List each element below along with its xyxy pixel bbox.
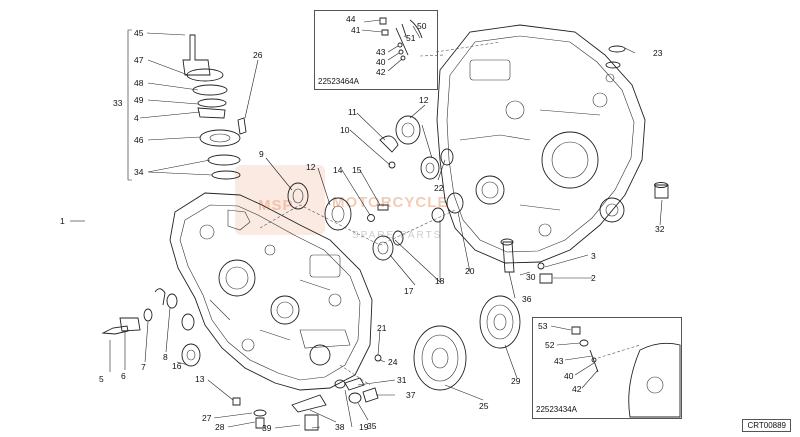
assembly-lines (259, 41, 641, 386)
label-31: 31 (397, 375, 407, 385)
label-53: 53 (538, 321, 548, 331)
label-3: 3 (591, 251, 596, 261)
label-27: 27 (202, 413, 212, 423)
label-34: 34 (134, 167, 144, 177)
label-5: 5 (99, 374, 104, 384)
label-25: 25 (479, 401, 489, 411)
label-46: 46 (134, 135, 144, 145)
label-42b: 42 (572, 384, 582, 394)
label-50: 50 (417, 21, 427, 31)
label-47: 47 (134, 55, 144, 65)
label-16: 16 (172, 361, 182, 371)
watermark: MSP MOTORCYCLE SPARE PARTS (235, 165, 448, 241)
label-48: 48 (134, 78, 144, 88)
label-7: 7 (141, 362, 146, 372)
label-6: 6 (121, 371, 126, 381)
right-crankcase (436, 24, 646, 264)
label-21: 21 (377, 323, 387, 333)
label-26: 26 (253, 50, 263, 60)
label-12b: 12 (306, 162, 316, 172)
label-8: 8 (163, 352, 168, 362)
label-32: 32 (655, 224, 665, 234)
label-35: 35 (367, 421, 377, 431)
label-29: 29 (511, 376, 521, 386)
inset-box-bottom (532, 317, 682, 419)
label-43b: 43 (554, 356, 564, 366)
left-crankcase (169, 192, 373, 391)
label-24: 24 (388, 357, 398, 367)
bracket-lines (70, 29, 132, 222)
label-4: 4 (134, 113, 139, 123)
label-38: 38 (335, 422, 345, 432)
label-40a: 40 (376, 57, 386, 67)
watermark-logo: MSP (258, 197, 294, 214)
part-labels: 1 2 3 4 5 6 7 8 9 10 11 12 12 13 14 15 1… (60, 14, 665, 433)
label-12a: 12 (419, 95, 429, 105)
label-23: 23 (653, 48, 663, 58)
parts-group (101, 17, 681, 431)
label-18: 18 (435, 276, 445, 286)
label-20: 20 (465, 266, 475, 276)
image-code: CRT00889 (742, 419, 791, 432)
inset-bottom-code: 22523434A (536, 405, 578, 414)
label-14: 14 (333, 165, 343, 175)
label-39: 39 (262, 423, 272, 433)
label-52: 52 (545, 340, 555, 350)
label-1: 1 (60, 216, 65, 226)
label-9: 9 (259, 149, 264, 159)
label-30: 30 (526, 272, 536, 282)
label-15: 15 (352, 165, 362, 175)
label-2: 2 (591, 273, 596, 283)
label-41: 41 (351, 25, 361, 35)
inset-top-code: 22523464A (318, 77, 360, 86)
label-22: 22 (434, 183, 444, 193)
watermark-sub: SPARE PARTS (352, 230, 442, 241)
label-45: 45 (134, 28, 144, 38)
breather-assembly (182, 34, 247, 180)
label-13: 13 (195, 374, 205, 384)
label-19: 19 (359, 422, 369, 432)
label-43a: 43 (376, 47, 386, 57)
label-51: 51 (406, 33, 416, 43)
leader-lines (109, 19, 663, 429)
label-37: 37 (406, 390, 416, 400)
label-11: 11 (348, 107, 357, 117)
inset-box-top (314, 10, 438, 90)
label-49: 49 (134, 95, 144, 105)
label-33: 33 (113, 98, 123, 108)
label-10: 10 (340, 125, 350, 135)
label-42a: 42 (376, 67, 386, 77)
label-28: 28 (215, 422, 225, 432)
label-17: 17 (404, 286, 414, 296)
label-40b: 40 (564, 371, 574, 381)
label-36: 36 (522, 294, 532, 304)
label-44: 44 (346, 14, 356, 24)
watermark-main: MOTORCYCLE (332, 194, 448, 211)
